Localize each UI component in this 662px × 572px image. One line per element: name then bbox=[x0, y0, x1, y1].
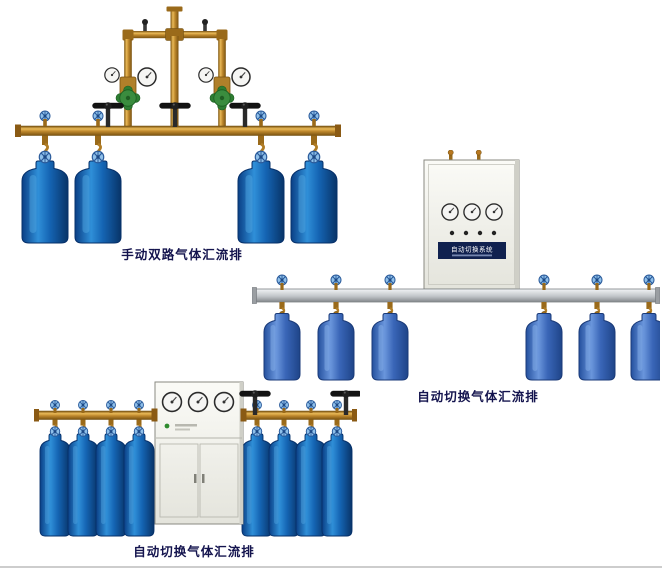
cabinet-gauge bbox=[187, 391, 209, 413]
header-pipe bbox=[15, 124, 341, 137]
cylinder-station bbox=[296, 401, 326, 537]
product-caption: 自动切换气体汇流排 bbox=[417, 390, 539, 404]
cylinder-station bbox=[40, 401, 70, 537]
bottom-divider bbox=[0, 566, 662, 568]
product-manual-dual-manifold: 手动双路气体汇流排 bbox=[5, 5, 350, 265]
cylinder-station bbox=[68, 401, 98, 537]
cabinet-gauge bbox=[213, 391, 235, 413]
indicator-light bbox=[164, 423, 170, 429]
cylinder-station bbox=[124, 401, 154, 537]
wall-control-cabinet: 自动切换系统 bbox=[423, 150, 520, 290]
mini-valve-knob-icon bbox=[142, 19, 148, 25]
pipe-flange bbox=[240, 408, 247, 422]
product-caption: 手动双路气体汇流排 bbox=[121, 248, 243, 262]
manifold-rail bbox=[252, 287, 660, 304]
top-pipe-assembly bbox=[122, 6, 228, 130]
cylinder-station bbox=[322, 401, 352, 537]
cabinet-label-text: 自动切换系统 bbox=[451, 245, 493, 254]
auto-switch-floor-illustration bbox=[34, 381, 360, 544]
indicator-dot bbox=[449, 230, 455, 236]
auto-switch-wall-illustration: 自动切换系统 bbox=[252, 150, 660, 385]
product-caption: 自动切换气体汇流排 bbox=[133, 545, 255, 559]
indicator-dot bbox=[491, 230, 497, 236]
cabinet-door bbox=[199, 443, 239, 518]
cabinet-body bbox=[423, 159, 520, 290]
manual-manifold-illustration bbox=[15, 6, 341, 245]
cabinet-gauge bbox=[485, 203, 503, 221]
cylinder-station bbox=[269, 401, 299, 537]
product-auto-switch-floor: 自动切换气体汇流排 bbox=[15, 374, 360, 564]
indicator-dot bbox=[463, 230, 469, 236]
cabinet-gauge bbox=[161, 391, 183, 413]
indicator-dot bbox=[477, 230, 483, 236]
mini-valve-stem bbox=[143, 23, 147, 31]
cylinder-station bbox=[96, 401, 126, 537]
mini-valve-knob-icon bbox=[202, 19, 208, 25]
cabinet-top-pipe bbox=[477, 151, 481, 161]
shutoff-valve bbox=[159, 101, 191, 128]
door-handle bbox=[202, 474, 205, 483]
cabinet-gauge bbox=[441, 203, 459, 221]
floor-control-cabinet bbox=[151, 381, 247, 525]
pressure-regulator-right bbox=[199, 68, 250, 130]
cabinet-door bbox=[159, 443, 199, 518]
cabinet-top-valve-icon bbox=[475, 150, 482, 156]
cabinet-top-valve-icon bbox=[447, 150, 454, 156]
cabinet-top-pipe bbox=[449, 151, 453, 161]
door-handle bbox=[194, 474, 197, 483]
pressure-regulator-left bbox=[105, 68, 156, 130]
cabinet-gauge bbox=[463, 203, 481, 221]
pipe-flange bbox=[151, 408, 158, 422]
mini-valve-stem bbox=[203, 23, 207, 31]
product-auto-switch-wall: 自动切换系统 自动切换气体汇流排 bbox=[252, 150, 660, 410]
